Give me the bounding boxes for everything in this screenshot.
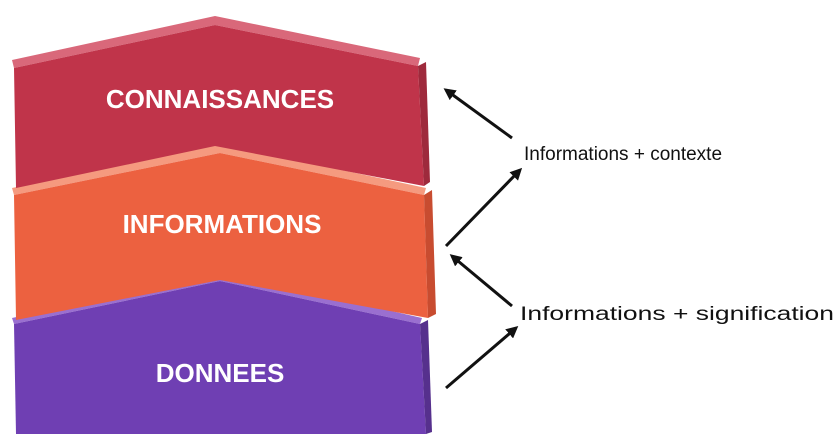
layer-connaissances: CONNAISSANCES (12, 16, 430, 188)
layer-informations-side (424, 190, 436, 318)
layer-informations: INFORMATIONS (12, 144, 436, 320)
layer-connaissances-top (12, 16, 420, 68)
layer-donnees: DONNEES (12, 272, 432, 434)
arrow-to-informations (449, 254, 513, 308)
layer-connaissances-label: CONNAISSANCES (106, 84, 334, 114)
arrow-from-informations-up (444, 167, 523, 248)
layer-donnees-body (14, 281, 426, 434)
layer-informations-body (14, 153, 428, 320)
annotation-informations-signification: Informations + signification (520, 304, 834, 325)
layer-donnees-label: DONNEES (156, 358, 285, 388)
layer-connaissances-side (418, 62, 430, 186)
layer-informations-label: INFORMATIONS (123, 209, 322, 239)
arrow-from-donnees-up (445, 326, 519, 390)
layer-donnees-side (420, 320, 432, 434)
layer-connaissances-body (14, 25, 424, 188)
arrow-to-connaissances (443, 88, 513, 140)
annotation-informations-contexte: Informations + contexte (524, 144, 722, 165)
